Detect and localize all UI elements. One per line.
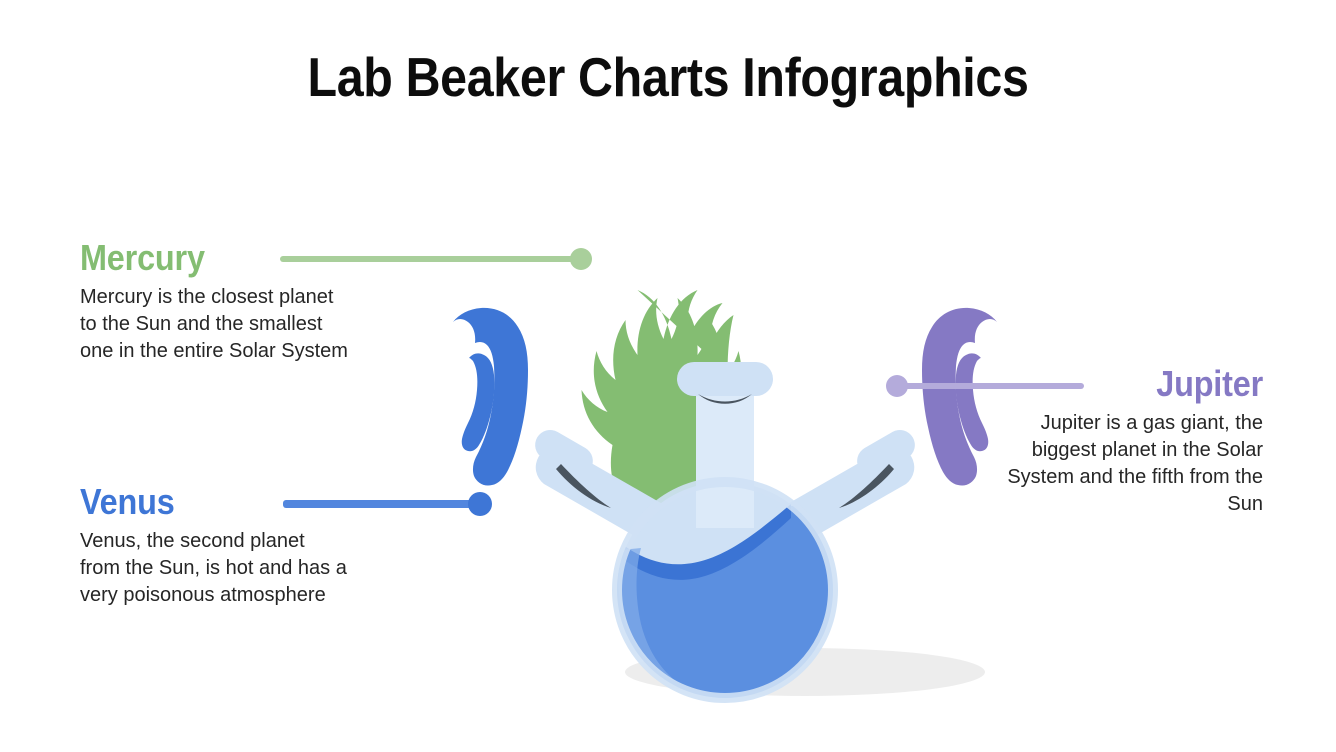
connector-dot xyxy=(468,492,492,516)
connector-mercury xyxy=(280,248,592,270)
flask-rim-left xyxy=(535,430,593,476)
info-block-mercury: Mercury Mercury is the closest planet to… xyxy=(80,238,350,365)
flask-illustration xyxy=(415,210,1035,710)
connector-dot xyxy=(570,248,592,270)
opening-right xyxy=(839,464,894,508)
block-heading-mercury: Mercury xyxy=(80,237,205,278)
liquid-body xyxy=(617,506,833,698)
block-body-venus: Venus, the second planet from the Sun, i… xyxy=(80,530,347,606)
flask-liquid xyxy=(617,504,833,698)
flask-neck-center xyxy=(696,378,754,528)
block-body-jupiter: Jupiter is a gas giant, the biggest plan… xyxy=(1007,412,1263,515)
block-body-mercury: Mercury is the closest planet to the Sun… xyxy=(80,286,348,362)
block-heading-venus: Venus xyxy=(80,481,175,522)
liquid-highlight xyxy=(618,548,677,682)
page-title: Lab Beaker Charts Infographics xyxy=(307,46,1029,108)
block-heading-jupiter: Jupiter xyxy=(1156,363,1263,404)
connector-jupiter xyxy=(886,375,1084,397)
connector-line xyxy=(280,256,576,262)
connector-line xyxy=(283,500,478,508)
info-block-jupiter: Jupiter Jupiter is a gas giant, the bigg… xyxy=(995,364,1263,518)
connector-venus xyxy=(283,492,492,516)
info-block-venus: Venus Venus, the second planet from the … xyxy=(80,482,350,609)
opening-center xyxy=(698,394,752,404)
blue-smoke-left xyxy=(453,307,528,486)
flask-rim-right xyxy=(857,430,915,476)
connector-line xyxy=(896,383,1084,389)
flask-rim-center xyxy=(677,362,773,396)
opening-left xyxy=(556,464,611,508)
flask-bulb-edge xyxy=(612,477,838,703)
liquid-surface-dark xyxy=(617,504,791,580)
connector-dot xyxy=(886,375,908,397)
purple-smoke-right xyxy=(922,307,997,486)
